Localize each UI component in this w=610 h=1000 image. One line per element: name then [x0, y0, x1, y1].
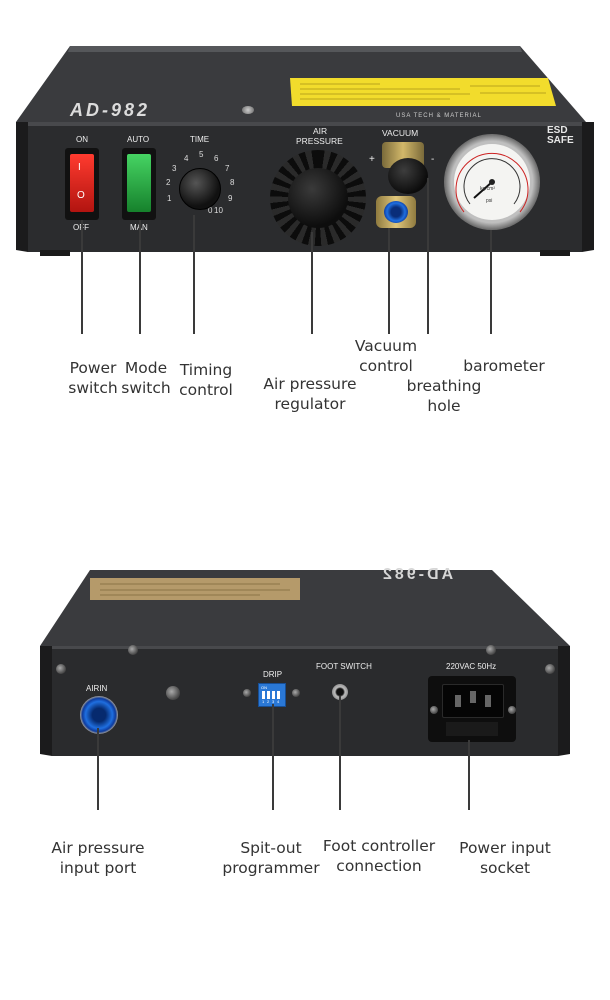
power-switch[interactable]: I O: [65, 148, 99, 220]
power-input-socket[interactable]: [428, 676, 516, 742]
barometer-dial: [455, 152, 529, 213]
back-device: AD-982 AIRIN DRIP ON 1 2 3 4 FOOT SWITCH…: [0, 560, 610, 770]
vacuum-fitting[interactable]: [376, 196, 416, 228]
back-screw-3: [56, 664, 66, 674]
leader-foot-controller-connection: [339, 696, 341, 810]
vacuum-plus: +: [369, 154, 375, 165]
socket-screw-right: [508, 706, 516, 714]
time-dial-1: 1: [167, 194, 172, 203]
mode-switch[interactable]: [122, 148, 156, 220]
time-dial-0: 0: [208, 206, 213, 215]
leader-power-input-socket: [468, 740, 470, 810]
leader-barometer: [490, 230, 492, 334]
power-mark-o: O: [77, 190, 85, 201]
back-screw-1: [128, 645, 138, 655]
front-foot-left: [40, 250, 70, 256]
socket-screw-left: [430, 706, 438, 714]
drip-label: DRIP: [263, 670, 283, 679]
leader-mode-switch: [139, 220, 141, 334]
leader-vacuum-control: [388, 228, 390, 334]
esd-logo-1: ESD: [547, 125, 568, 136]
callout-barometer: barometer: [463, 357, 545, 375]
air-input-fitting[interactable]: [80, 696, 118, 734]
time-label: TIME: [190, 135, 210, 144]
dip-mark-on: ON: [261, 685, 267, 690]
time-dial-6: 6: [214, 154, 219, 163]
timing-knob[interactable]: [179, 168, 221, 210]
time-dial-3: 3: [172, 164, 177, 173]
breathing-hole-screw: [242, 106, 254, 114]
auto-label: AUTO: [127, 135, 150, 144]
airin-label: AIRIN: [86, 684, 108, 693]
time-dial-9: 9: [228, 194, 233, 203]
vacuum-label: VACUUM: [382, 128, 419, 138]
front-foot-right: [540, 250, 570, 256]
time-dial-7: 7: [225, 164, 230, 173]
vacuum-control-knob[interactable]: [388, 158, 428, 194]
drip-screw-right: [292, 689, 300, 697]
back-screw-4: [545, 664, 555, 674]
time-dial-10: 10: [214, 206, 223, 215]
vacuum-minus: -: [431, 154, 435, 165]
leader-air-pressure-regulator: [311, 232, 313, 334]
front-device: AD-982 USA TECH & MATERIAL ESD SAFE ON I…: [0, 0, 610, 260]
gauge-unit-top: kg/cm²: [480, 186, 495, 192]
dip-mark-1: 1: [262, 699, 265, 704]
air-pressure-regulator-knob[interactable]: [270, 150, 366, 246]
front-subtitle: USA TECH & MATERIAL: [396, 113, 482, 119]
on-label: ON: [76, 135, 88, 144]
back-screw-2: [486, 645, 496, 655]
drip-dip-switch[interactable]: ON 1 2 3 4: [258, 683, 286, 707]
time-dial-8: 8: [230, 178, 235, 187]
foot-switch-jack[interactable]: [332, 684, 348, 700]
esd-logo-2: SAFE: [547, 135, 574, 146]
foot-switch-label: FOOT SWITCH: [316, 662, 372, 671]
dip-mark-4: 4: [277, 699, 280, 704]
back-lid: [40, 570, 570, 756]
man-label: MAN: [130, 223, 148, 232]
air-label: AIR: [313, 126, 328, 136]
back-screw-5: [166, 686, 180, 700]
time-dial-2: 2: [166, 178, 171, 187]
front-brand: AD-982: [70, 100, 151, 120]
pressure-label: PRESSURE: [296, 136, 343, 146]
power-mark-i: I: [78, 162, 81, 173]
drip-screw-left: [243, 689, 251, 697]
gauge-unit-bottom: psi: [486, 198, 493, 204]
time-dial-4: 4: [184, 154, 189, 163]
leader-breathing-hole: [427, 178, 429, 334]
leader-spit-out-programmer: [272, 704, 274, 810]
back-brand: AD-982: [380, 566, 454, 583]
dip-mark-2: 2: [267, 699, 270, 704]
leader-power-switch: [81, 220, 83, 334]
leader-air-pressure-input-port: [97, 728, 99, 810]
voltage-label: 220VAC 50Hz: [446, 662, 497, 671]
time-dial-5: 5: [199, 150, 204, 159]
dip-mark-3: 3: [272, 699, 275, 704]
timing-dial-ring: 0 1 2 3 4 5 6 7 8 9 10: [163, 150, 235, 222]
leader-timing-control: [193, 215, 195, 334]
